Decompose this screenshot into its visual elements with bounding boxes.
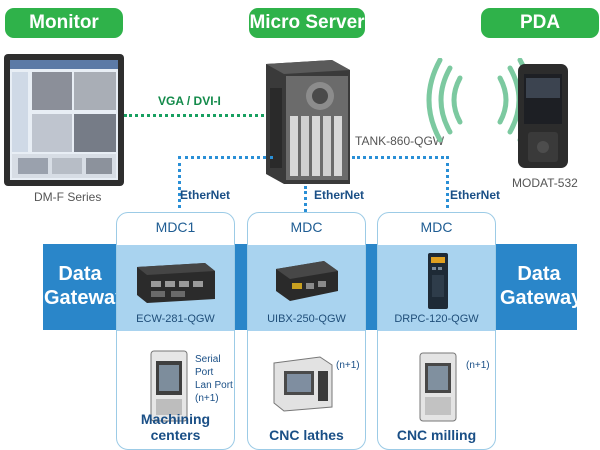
micro-server-header: Micro Server (249, 8, 365, 38)
data-gateway-left-line1: Data (58, 263, 102, 285)
ethernet-link-left (178, 156, 273, 215)
ethernet-label-left: EtherNet (180, 188, 231, 202)
data-gateway-label-right: Data Gateway (500, 262, 582, 310)
data-gateway-left-line2: Gateway (44, 287, 127, 309)
server-model-label: TANK-860-QGW (355, 134, 445, 148)
data-gateway-right-line2: Gateway (500, 287, 583, 309)
machining-center-image (147, 349, 191, 428)
gateway-device-ecw (135, 255, 217, 310)
panel-model: DRPC-120-QGW (394, 313, 479, 325)
mdc-panel-2: MDC UIBX-250-QGW (n+1) CNC lathes (247, 212, 366, 450)
vga-link-label: VGA / DVI-I (158, 94, 221, 108)
panel-machine-label: Machining centers (140, 411, 211, 443)
panel-machine-label: CNC milling (396, 427, 477, 443)
note-count: (n+1) (466, 360, 490, 371)
panel-title: MDC (290, 219, 323, 235)
pda-device (514, 62, 572, 170)
mdc-panel-3: MDC DRPC-120-QGW (n+1) CNC milling (377, 212, 496, 450)
ethernet-link-center (304, 186, 307, 212)
panel-title: MDC1 (155, 219, 196, 235)
panel-title: MDC (420, 219, 453, 235)
monitor-header: Monitor (5, 8, 123, 38)
note-lan-port: Lan Port (195, 380, 233, 391)
panel-machine-label: CNC lathes (269, 427, 344, 443)
ethernet-label-center: EtherNet (314, 188, 365, 202)
note-count: (n+1) (195, 393, 219, 404)
server-device (262, 58, 352, 186)
mdc-panel-1: MDC1 ECW-281-QGW Serial Port Lan Port (n… (116, 212, 235, 450)
cnc-milling-image (414, 351, 462, 428)
panel-model: UIBX-250-QGW (267, 313, 346, 325)
gateway-device-drpc (426, 251, 450, 316)
monitor-model-label: DM-F Series (34, 190, 102, 204)
panel-notes: (n+1) (336, 359, 360, 372)
cnc-lathe-image (270, 353, 336, 418)
ethernet-link-right (352, 156, 449, 215)
pda-header: PDA (481, 8, 599, 38)
note-count: (n+1) (336, 360, 360, 371)
pda-model-label: MODAT-532 (512, 176, 578, 190)
ethernet-label-right: EtherNet (450, 188, 501, 202)
note-serial-port: Serial Port (195, 354, 221, 378)
gateway-device-uibx (272, 255, 342, 310)
panel-model: ECW-281-QGW (136, 313, 215, 325)
data-gateway-label-left: Data Gateway (44, 262, 126, 310)
panel-notes: Serial Port Lan Port (n+1) (195, 353, 234, 405)
data-gateway-right-line1: Data (517, 263, 561, 285)
panel-notes: (n+1) (466, 359, 490, 372)
vga-link-line (124, 114, 264, 117)
monitor-device (4, 54, 124, 186)
